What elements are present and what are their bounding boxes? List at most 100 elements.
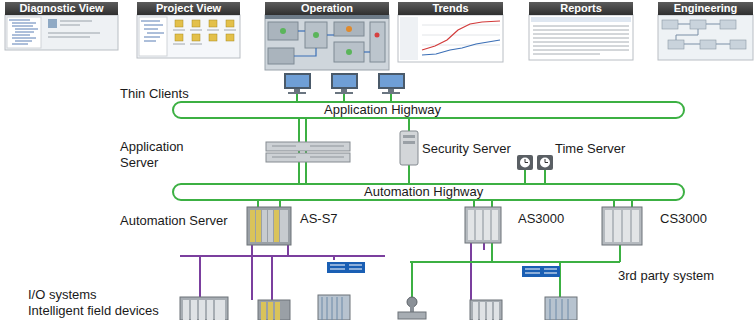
operation-thumbnail: [313, 32, 319, 38]
component-label: 3rd party system: [618, 268, 714, 284]
as3000-rack: [492, 210, 498, 240]
time-server-clocks: [520, 158, 530, 168]
reports-thumbnail: [529, 15, 633, 60]
component-label: Application Server: [120, 139, 200, 171]
fieldbus-logo: [327, 262, 365, 273]
component-label: Thin Clients: [120, 86, 189, 102]
application-server-rack: [272, 157, 296, 158]
diagnostic-thumbnail: [12, 35, 30, 36]
fieldbus-wires: [483, 243, 485, 250]
component-label: CS3000: [660, 211, 707, 227]
thin-client-monitors: [331, 73, 358, 89]
fieldbus-logo: [522, 266, 560, 277]
io-devices: [261, 302, 280, 320]
application-server-rack: [266, 142, 350, 162]
project-thumbnail: [147, 33, 164, 34]
as3000-rack: [468, 210, 474, 240]
diagnostic-thumbnail: [9, 20, 38, 44]
diagnostic-thumbnail: [15, 29, 38, 30]
io-devices: [494, 302, 499, 320]
thin-client-monitors: [284, 73, 405, 102]
security-server-box: [403, 141, 415, 144]
reports-thumbnail: [533, 54, 600, 55]
fieldbus-wires: [251, 245, 253, 300]
diagnostic-thumbnail: [60, 25, 80, 26]
io-devices: [183, 300, 225, 320]
operation-thumbnail: [294, 31, 370, 56]
component-label: AS-S7: [300, 211, 338, 227]
fieldbus-wires: [271, 256, 273, 300]
time-server-clocks: [540, 158, 550, 168]
io-devices: [545, 297, 577, 320]
engineering-thumbnail: [684, 44, 700, 45]
tile-header: Reports: [529, 2, 633, 15]
engineering-thumbnail: [662, 20, 678, 29]
operation-thumbnail: [298, 30, 305, 31]
fieldbus-logo: [544, 273, 557, 274]
thin-client-monitors: [378, 73, 405, 89]
io-devices: [318, 295, 350, 320]
io-devices: [568, 299, 569, 320]
operation-thumbnail: [364, 51, 370, 52]
project-thumbnail: [141, 21, 164, 41]
operation-thumbnail: [370, 22, 385, 62]
io-devices: [180, 295, 577, 320]
fieldbus-wires: [333, 256, 335, 260]
project-thumbnail: [144, 37, 160, 38]
engineering-thumbnail: [668, 40, 684, 49]
project-thumbnail: [173, 44, 185, 45]
engineering-thumbnail: [720, 20, 736, 29]
fieldbus-logo: [349, 269, 362, 270]
trends-thumbnail: [400, 17, 418, 60]
trends-thumbnail: [398, 15, 503, 62]
project-thumbnail: [175, 20, 183, 27]
fieldbus-wires: [411, 262, 413, 298]
diagnostic-thumbnail: [12, 38, 36, 39]
time-server-clocks: [525, 159, 526, 163]
tile-header: Diagnostic View: [5, 2, 118, 15]
screen-tile: Project View: [137, 2, 240, 58]
tile-header: Operation: [265, 2, 389, 15]
trends-thumbnail: [422, 21, 500, 50]
thin-client-monitors: [284, 73, 311, 89]
diagnostic-thumbnail: [12, 44, 28, 45]
diagnostic-thumbnail: [48, 19, 57, 28]
screen-tile: Reports: [529, 2, 633, 60]
thin-client-monitors: [382, 92, 400, 94]
engineering-thumbnail: [678, 24, 690, 25]
as-s7-rack: [280, 210, 288, 242]
project-thumbnail: [139, 17, 167, 56]
application-server-rack: [266, 142, 350, 151]
screen-tile: Diagnostic View: [5, 2, 118, 50]
reports-thumbnail: [533, 26, 629, 27]
tile-header: Engineering: [658, 2, 753, 15]
io-devices: [322, 297, 323, 320]
diagnostic-thumbnail: [12, 26, 33, 27]
io-devices: [480, 302, 485, 320]
engineering-thumbnail: [658, 15, 753, 60]
project-thumbnail: [144, 25, 163, 26]
operation-thumbnail: [265, 15, 389, 70]
reports-thumbnail: [533, 26, 629, 54]
io-devices: [473, 302, 478, 320]
thin-client-monitors: [380, 75, 403, 87]
fieldbus-logo: [330, 269, 345, 270]
time-server-clocks: [525, 162, 528, 163]
io-devices: [473, 302, 499, 320]
thin-client-monitors: [294, 89, 300, 92]
operation-thumbnail: [375, 33, 380, 38]
fieldbus-logo: [349, 265, 362, 266]
reports-thumbnail: [533, 50, 629, 51]
engineering-thumbnail: [690, 20, 706, 29]
trends-thumbnail: [422, 40, 500, 55]
fieldbus-wires: [199, 256, 201, 297]
cs3000-rack: [632, 210, 639, 242]
fieldbus-logo: [525, 269, 540, 270]
thin-client-monitors: [286, 75, 309, 87]
io-devices: [556, 299, 557, 320]
screen-tile: Operation: [265, 2, 389, 70]
fieldbus-wires: [410, 243, 620, 298]
operation-thumbnail: [346, 49, 352, 55]
as-s7-rack: [250, 210, 255, 242]
fieldbus-logo: [330, 265, 362, 269]
